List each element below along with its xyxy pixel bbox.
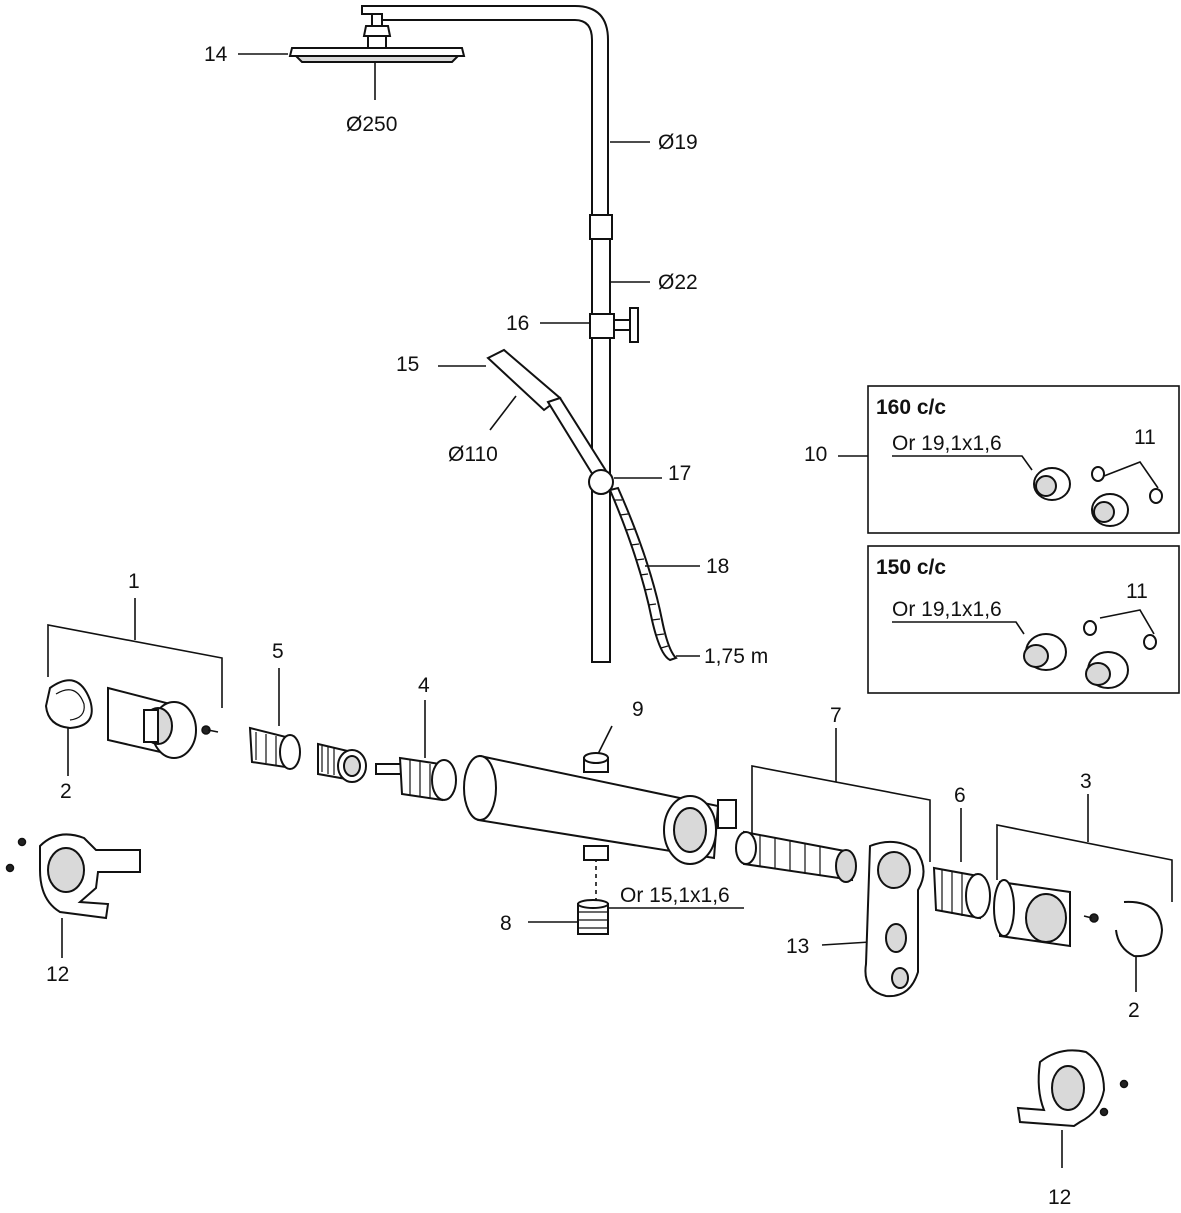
left-handle-parts: [44, 679, 219, 759]
nut-6: [932, 866, 991, 920]
label-13: 13: [786, 935, 809, 958]
threaded-ring: [317, 742, 367, 783]
label-9: 9: [632, 698, 644, 721]
label-head-diameter: Ø250: [346, 113, 397, 136]
slider-bracket: [589, 307, 639, 343]
lever-plate: [864, 840, 925, 998]
label-2-left: 2: [60, 780, 72, 803]
outlet-nipple: [577, 899, 609, 935]
label-18: 18: [706, 555, 729, 578]
label-upper-pipe: Ø19: [658, 131, 698, 154]
box-150: 150 c/c Or 19,1x1,6: [867, 545, 1180, 694]
label-12-right: 12: [1048, 1186, 1071, 1209]
label-5: 5: [272, 640, 284, 663]
label-11-top: 11: [1134, 426, 1156, 449]
box160-title: 160 c/c: [876, 396, 946, 419]
label-1: 1: [128, 570, 140, 593]
shower-column: [361, 5, 613, 663]
label-outlet-seal: Or 15,1x1,6: [620, 884, 730, 907]
right-handle-parts: [993, 879, 1164, 958]
label-6: 6: [954, 784, 966, 807]
box160-seal-label: Or 19,1x1,6: [892, 432, 1002, 455]
label-17: 17: [668, 462, 691, 485]
box-160: 160 c/c Or 19,1x1,6: [867, 385, 1180, 534]
label-2-right: 2: [1128, 999, 1140, 1022]
pipe-coupling: [589, 214, 613, 240]
label-8: 8: [500, 912, 512, 935]
box150-title: 150 c/c: [876, 556, 946, 579]
label-7: 7: [830, 704, 842, 727]
mixer-body: [463, 752, 737, 865]
nut-5: [248, 726, 301, 770]
label-hand-shower-diameter: Ø110: [448, 443, 498, 466]
label-11-bottom: 11: [1126, 580, 1148, 603]
label-4: 4: [418, 674, 430, 697]
lever-handle-left: [5, 833, 141, 920]
part-labels: 14 Ø250 Ø19 Ø22 16 15 Ø110 17 10 11 18 1…: [46, 43, 1156, 1209]
label-12-left: 12: [46, 963, 69, 986]
label-3: 3: [1080, 770, 1092, 793]
label-lower-pipe: Ø22: [658, 271, 698, 294]
hand-shower: [486, 348, 614, 495]
label-15: 15: [396, 353, 419, 376]
label-hose-length: 1,75 m: [704, 645, 768, 668]
cartridge-4: [375, 756, 457, 802]
label-16: 16: [506, 312, 529, 335]
lower-pipe: [591, 238, 611, 663]
label-10: 10: [804, 443, 827, 466]
thermostat-cartridge: [735, 830, 857, 883]
box150-seal-label: Or 19,1x1,6: [892, 598, 1002, 621]
head-shower: [288, 13, 466, 63]
label-14: 14: [204, 43, 228, 66]
hose: [608, 486, 678, 662]
lever-handle-right: [1016, 1049, 1129, 1128]
